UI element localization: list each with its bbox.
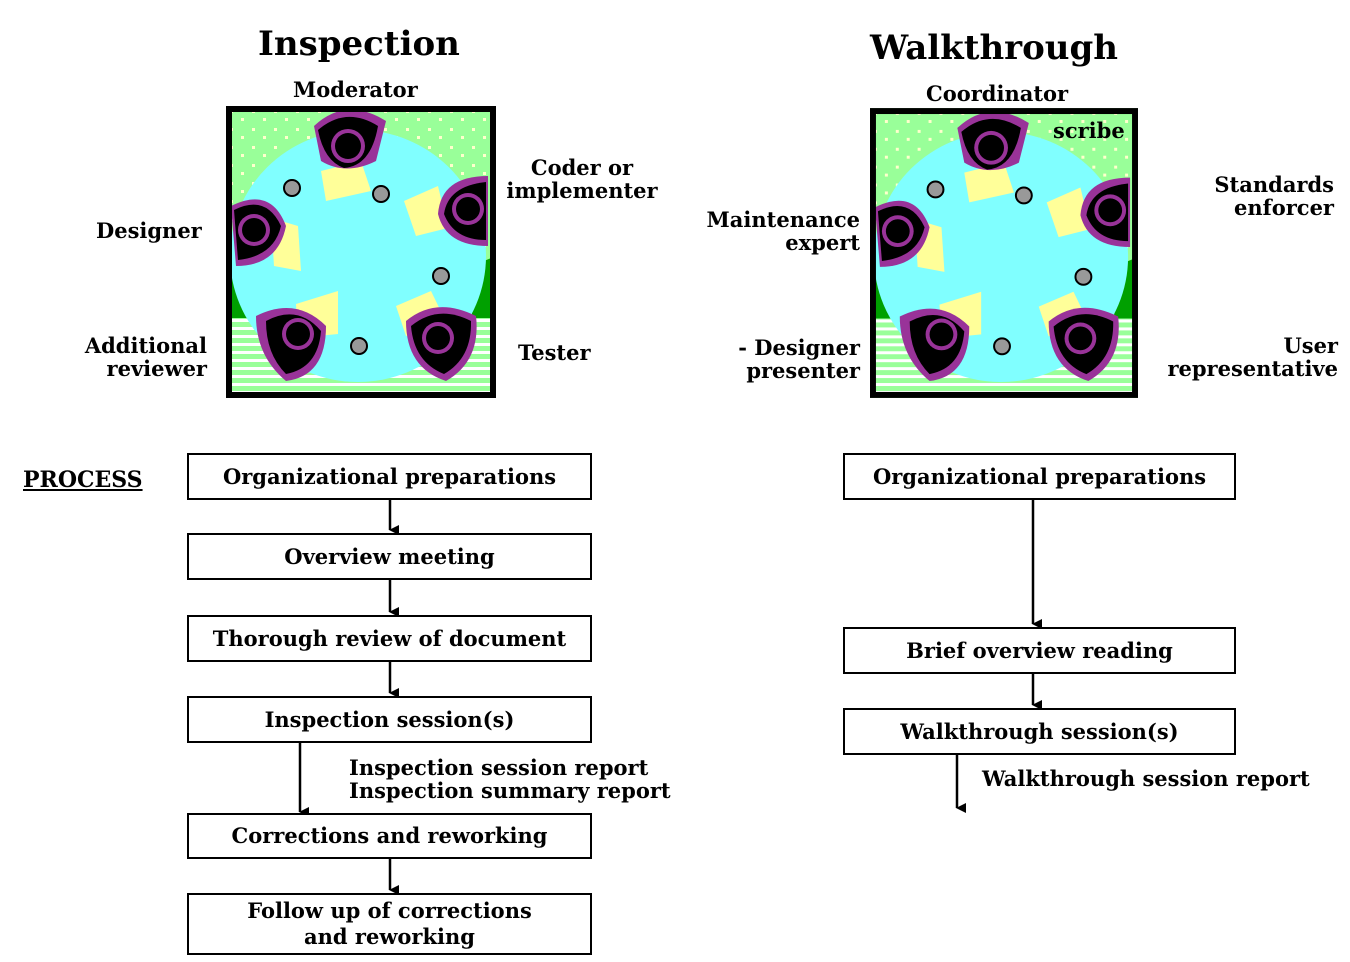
role-designer-presenter-line1: - Designer [738,335,860,360]
person-bottom-left [256,291,338,381]
role-coder: Coder or implementer [500,156,664,202]
role-user-representative: User representative [1150,334,1338,380]
walkthrough-session-report: Walkthrough session report [982,766,1310,791]
walkthrough-step-sessions: Walkthrough session(s) [843,708,1236,755]
inspection-summary-report: Inspection summary report [349,778,671,803]
table-cups [283,179,450,355]
role-additional-line2: reviewer [106,356,207,381]
role-scribe: scribe [1053,118,1125,143]
role-maintenance-line2: expert [785,230,860,255]
walkthrough-meeting-illustration [870,108,1138,398]
role-additional-reviewer: Additional reviewer [60,334,207,380]
role-coder-line1: Coder or [530,155,634,180]
role-coordinator: Coordinator [926,81,1069,106]
inspection-step-follow-up-line2: and reworking [304,924,475,949]
role-maintenance-line1: Maintenance [706,207,860,232]
person-left [231,199,301,271]
inspection-step-overview-meeting: Overview meeting [187,533,592,580]
person-bottom-right [396,291,477,381]
inspection-step-corrections: Corrections and reworking [187,813,592,859]
role-designer: Designer [96,218,202,243]
role-standards-line2: enforcer [1234,195,1334,220]
person-top [957,111,1029,203]
person-top [314,109,386,201]
role-standards-line1: Standards [1214,172,1334,197]
inspection-step-organizational-preparations: Organizational preparations [187,453,592,500]
walkthrough-step-organizational-preparations: Organizational preparations [843,453,1236,500]
person-right [1046,177,1131,248]
role-standards-enforcer: Standards enforcer [1180,173,1334,219]
role-user-line2: representative [1167,356,1338,381]
inspection-step-thorough-review: Thorough review of document [187,615,592,662]
person-bottom-left [899,291,982,382]
table-cups [926,180,1093,356]
inspection-meeting-illustration [226,106,496,398]
inspection-title: Inspection [258,24,460,64]
walkthrough-title: Walkthrough [870,28,1118,68]
person-right [404,176,488,246]
role-designer-presenter-line2: presenter [746,358,860,383]
role-additional-line1: Additional [84,333,207,358]
walkthrough-step-brief-overview: Brief overview reading [843,627,1236,674]
inspection-step-inspection-sessions: Inspection session(s) [187,696,592,743]
person-bottom-right [1038,291,1119,382]
role-maintenance-expert: Maintenance expert [690,208,860,254]
process-label: PROCESS [23,467,143,493]
inspection-session-report: Inspection session report [349,755,649,780]
role-tester: Tester [518,340,591,365]
role-moderator: Moderator [293,77,418,102]
inspection-step-follow-up-line1: Follow up of corrections [247,898,532,923]
inspection-step-follow-up: Follow up of corrections and reworking [187,893,592,955]
role-user-line1: User [1283,333,1338,358]
person-left [874,200,945,272]
role-coder-line2: implementer [506,178,658,203]
role-designer-presenter: - Designer presenter [700,336,860,382]
inspection-reports: Inspection session report Inspection sum… [349,756,671,802]
